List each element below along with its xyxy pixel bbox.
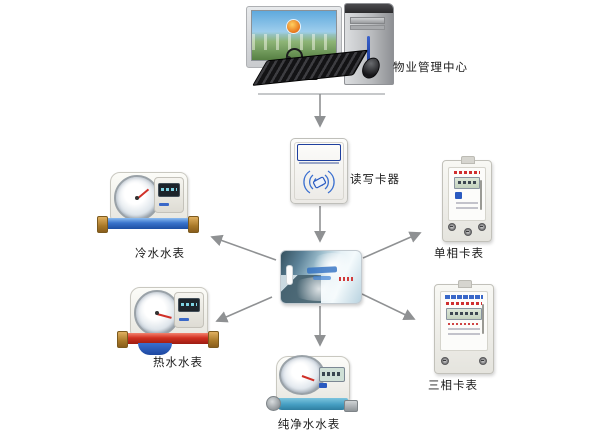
meter-text-line [448,328,480,330]
terminal-screw [478,223,486,231]
meter-red-title [446,302,482,305]
dial-needle [301,375,315,382]
cold-water-meter-label: 冷水水表 [135,248,185,260]
hot-water-meter-label: 热水水表 [153,357,203,369]
pure-meter-base-band [276,398,348,410]
pipe-fitting-right [188,216,199,233]
meter-text-line [456,207,478,209]
meter-lcd [454,177,480,189]
meter-card-slot [482,304,484,334]
edge-card-to-single-phase [362,231,422,259]
three-phase-meter-label: 三相卡表 [428,380,478,392]
hot-meter-valve-body [138,343,172,355]
cold-meter-lcd-housing [154,177,184,213]
wallpaper-sun-logo [287,20,300,33]
tower-top-panel [345,4,393,13]
reader-caption-line [299,162,339,164]
pure-water-meter-node [266,352,358,416]
card-reader-device [290,138,348,204]
smart-card [280,250,362,304]
brand-mark [319,383,327,388]
card-artwork-cloud [289,277,349,301]
meter-face-panel [448,167,486,221]
brand-mark [179,318,189,321]
pipe-fitting-right [208,331,219,348]
tower-led-strip [367,36,370,62]
dial-hub [135,196,139,200]
wallpaper-pillars [252,33,336,51]
meter-face-panel [440,291,488,351]
reader-bezel [294,142,344,200]
meter-card-slot [480,180,482,210]
edge-card-to-hot [215,296,273,323]
meter-blue-header [445,295,483,299]
hot-meter-body [130,287,208,337]
tower-drive-bay [350,25,385,30]
card-slot-mark [286,265,293,285]
cold-water-meter-node [97,168,199,242]
pipe-stub-left [266,396,281,411]
management-center-label: 物业管理中心 [393,62,468,74]
terminal-screw [479,357,487,365]
terminal-screw [441,357,449,365]
card-reader-label: 读写卡器 [350,174,400,186]
cold-meter-lcd [158,183,180,197]
pipe-fitting-left [117,331,128,348]
meter-hanger-tab [458,280,472,288]
card-brand-glyph [313,276,331,280]
meter-red-marks [448,323,480,325]
meter-hanger-tab [461,156,475,164]
reader-display [297,144,341,161]
brand-mark [159,203,169,206]
meter-text-line [448,333,480,335]
pipe-fitting-left [97,216,108,233]
meter-red-title [454,171,480,174]
single-phase-meter-body [442,156,492,242]
three-phase-meter-body [434,280,494,374]
card-artwork-cloud [309,253,355,279]
rf-waves-icon [303,170,335,194]
cold-meter-pipe [104,218,192,229]
edge-card-to-three-phase [361,293,416,320]
cold-meter-body [110,172,188,222]
pure-water-meter-label: 纯净水水表 [277,419,341,431]
monitor-screen [251,10,337,61]
pipe-stub-right [344,400,358,412]
dial-hub [155,311,159,315]
hot-meter-pipe [124,333,212,344]
single-phase-meter-label: 单相卡表 [434,248,484,260]
hot-meter-lcd-housing [174,292,204,328]
tower-optical-drive [350,17,385,24]
meter-text-line [456,202,478,204]
terminal-screw [464,228,472,236]
dial-needle [156,313,172,319]
terminal-screw [448,223,456,231]
brand-mark [455,192,462,199]
card-red-text-mark [339,277,355,281]
hot-water-meter-node [117,283,219,357]
pure-meter-lcd [319,367,345,382]
edge-card-to-cold [210,234,277,261]
meter-lcd [446,308,482,320]
hot-meter-lcd [178,298,200,312]
pure-meter-body [276,355,350,402]
